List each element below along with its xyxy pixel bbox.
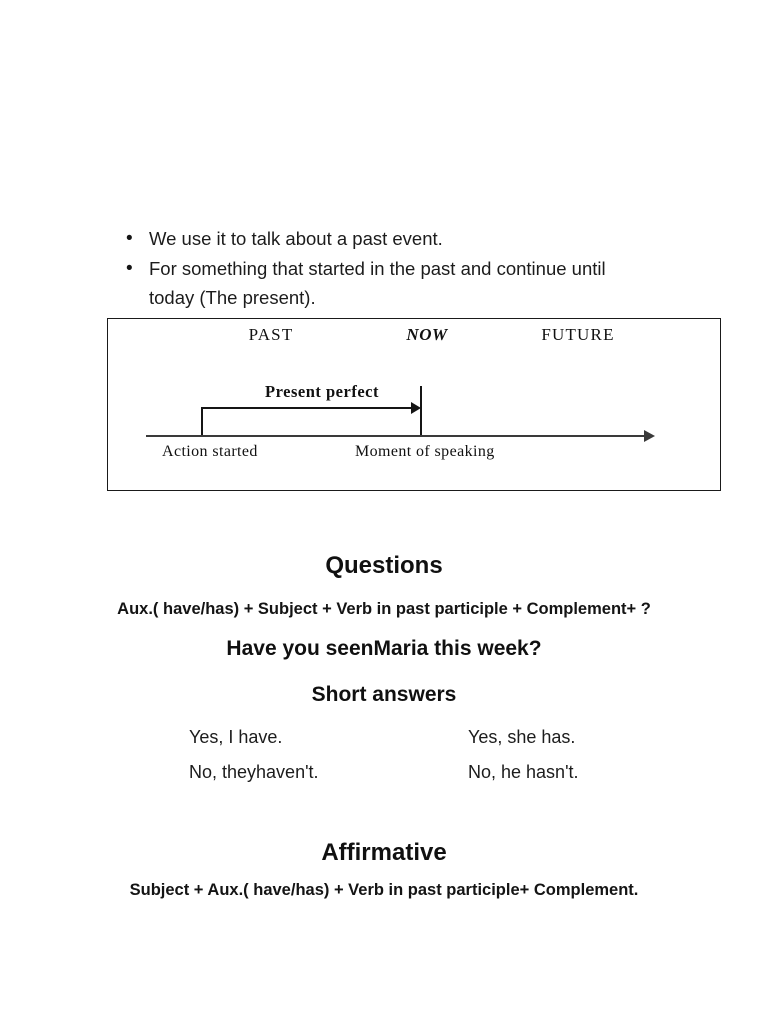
short-answer-cell: No, theyhaven't. bbox=[189, 762, 319, 782]
now-label: NOW bbox=[406, 325, 448, 344]
action-started-label: Action started bbox=[162, 443, 258, 460]
bullet-text: We use it to talk about a past event. bbox=[149, 228, 443, 249]
affirmative-formula: Subject + Aux.( have/has) + Verb in past… bbox=[129, 881, 639, 899]
questions-heading: Questions bbox=[325, 552, 443, 579]
future-label: FUTURE bbox=[541, 325, 615, 344]
moment-of-speaking-label: Moment of speaking bbox=[355, 443, 495, 460]
short-answers-heading: Short answers bbox=[311, 683, 457, 706]
short-answer-cell: No, he hasn't. bbox=[468, 762, 579, 782]
present-perfect-arrow-line bbox=[201, 407, 413, 409]
timeline-arrowhead-icon bbox=[644, 430, 655, 442]
action-started-tick-line bbox=[201, 407, 203, 437]
moment-of-speaking-vertical-line bbox=[420, 386, 422, 437]
affirmative-heading: Affirmative bbox=[321, 839, 447, 866]
bullet-list: • We use it to talk about a past event. … bbox=[126, 224, 646, 313]
questions-formula: Aux.( have/has) + Subject + Verb in past… bbox=[117, 600, 651, 618]
short-answer-cell: Yes, she has. bbox=[468, 727, 576, 747]
bullet-item: • We use it to talk about a past event. bbox=[126, 224, 646, 253]
bullet-dot-icon: • bbox=[126, 228, 133, 249]
questions-example: Have you seenMaria this week? bbox=[226, 637, 542, 660]
bullet-text: For something that started in the past a… bbox=[149, 258, 606, 308]
timeline-line bbox=[146, 435, 646, 437]
short-answer-cell: Yes, I have. bbox=[189, 727, 283, 747]
past-label: PAST bbox=[248, 325, 294, 344]
timeline-diagram: PAST NOW FUTURE Present perfect Action s… bbox=[107, 318, 721, 491]
present-perfect-arrowhead-icon bbox=[411, 402, 421, 414]
bullet-dot-icon: • bbox=[126, 258, 133, 279]
bullet-item: • For something that started in the past… bbox=[126, 254, 646, 312]
present-perfect-label: Present perfect bbox=[265, 382, 379, 401]
